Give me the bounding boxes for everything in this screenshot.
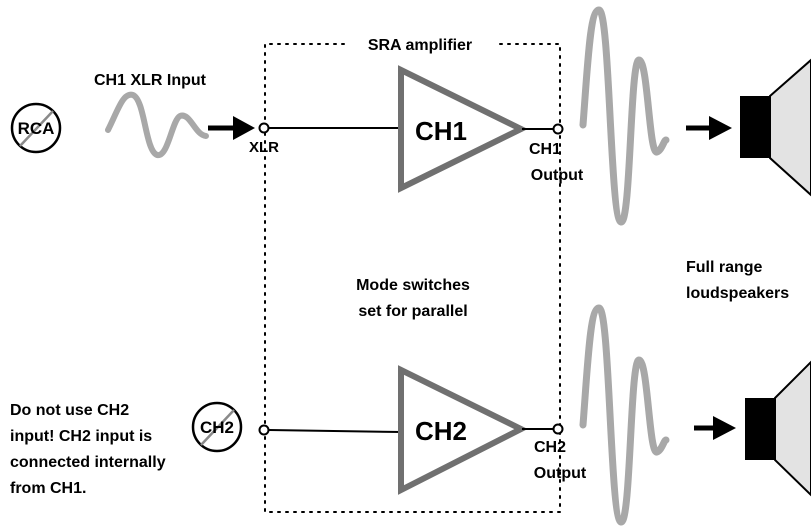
speakers-label-line1: Full range	[686, 259, 763, 276]
amplifier-enclosure	[264, 43, 561, 513]
mode-note-line2: set for parallel	[358, 303, 467, 320]
speaker-icon	[745, 360, 811, 497]
ch1-xlr-connector	[258, 122, 270, 134]
arrow-right-icon	[694, 416, 736, 440]
ch2-warning-line4: from CH1.	[10, 480, 86, 497]
ch1-amp-label: CH1	[415, 116, 467, 146]
waveform-icon	[579, 6, 670, 226]
prohibited-icon	[191, 401, 243, 453]
ch1-output-label-line1: CH1	[529, 141, 561, 158]
ch2-output-connector	[552, 423, 564, 435]
ch2-badge-label: CH2	[200, 418, 234, 437]
speaker-icon	[740, 58, 811, 197]
ch1-input-label: CH1 XLR Input	[94, 72, 207, 89]
ch2-output-label-line1: CH2	[534, 439, 566, 456]
ch1-amplifier	[398, 65, 528, 193]
mode-note-line1: Mode switches	[356, 277, 470, 294]
ch2-input-wire	[268, 429, 402, 433]
amplifier-title: SRA amplifier	[368, 37, 472, 54]
ch2-amp-label: CH2	[415, 416, 467, 446]
ch2-warning-line1: Do not use CH2	[10, 402, 129, 419]
ch2-amplifier	[398, 365, 528, 495]
ch2-warning-line3: connected internally	[10, 454, 166, 471]
waveform-icon	[105, 91, 209, 158]
prohibited-icon	[10, 102, 62, 154]
speakers-label-line2: loudspeakers	[686, 285, 789, 302]
arrow-right-icon	[208, 116, 255, 140]
xlr-connector-label: XLR	[249, 139, 279, 156]
ch1-output-label-line2: Output	[531, 167, 584, 184]
rca-badge-label: RCA	[18, 119, 55, 138]
ch2-input-connector	[258, 424, 270, 436]
waveform-icon	[579, 304, 670, 526]
ch1-output-connector	[552, 123, 564, 135]
ch2-output-label-line2: Output	[534, 465, 587, 482]
arrow-right-icon	[686, 116, 732, 140]
ch2-warning-line2: input! CH2 input is	[10, 428, 152, 445]
